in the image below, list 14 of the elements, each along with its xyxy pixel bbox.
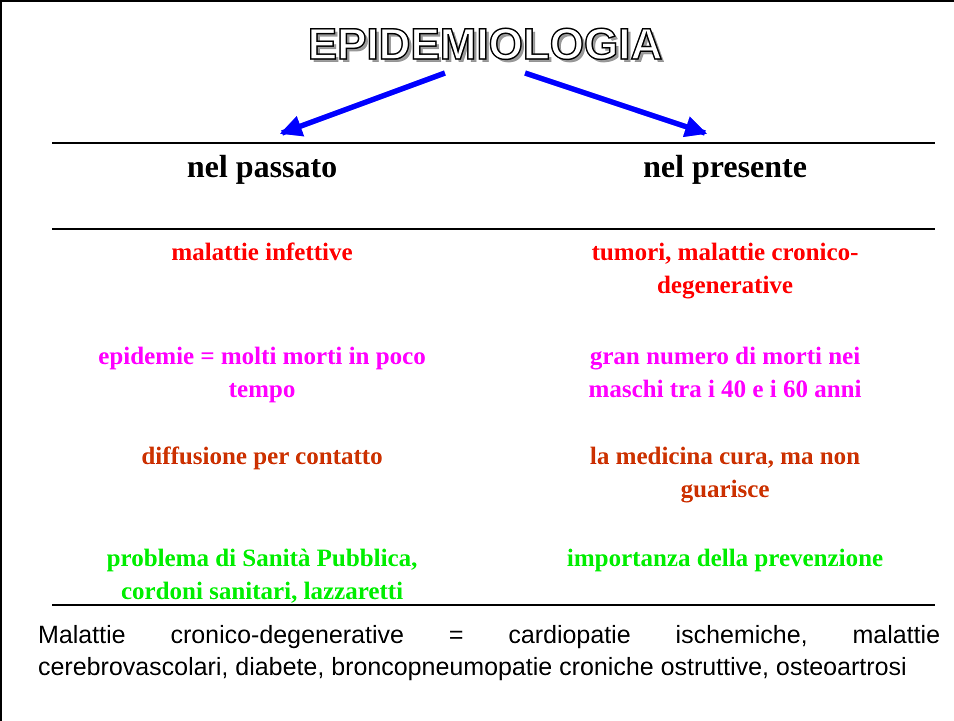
title-heading: EPIDEMIOLOGIA <box>280 14 690 76</box>
arrow <box>524 70 708 138</box>
table-cell-text: malattie infettive <box>170 238 354 268</box>
table-cell-text: gran numero di morti nei maschi tra i 40 e i 60 anni <box>588 342 862 405</box>
table-cell-text: la medicina cura, ma non guarisce <box>588 442 862 505</box>
table-cell-text: importanza della prevenzione <box>566 544 884 574</box>
column-heading: nel passato <box>132 133 392 199</box>
table-cell-text: diffusione per contatto <box>140 442 384 472</box>
table-cell-text: tumori, malattie cronico-degenerative <box>590 238 860 301</box>
footnote: Malattie cronico-degenerative = cardiopatie ischemiche, malattie cerebrovascolari, diabete, broncopneumopatie croniche ostruttive, osteoartrosi <box>38 620 940 683</box>
table-cell-text: epidemie = molti morti in poco tempo <box>97 342 427 405</box>
table-cell-text: problema di Sanità Pubblica, cordoni sanitari, lazzaretti <box>106 544 418 607</box>
arrow <box>280 70 446 136</box>
column-heading: nel presente <box>590 133 860 199</box>
